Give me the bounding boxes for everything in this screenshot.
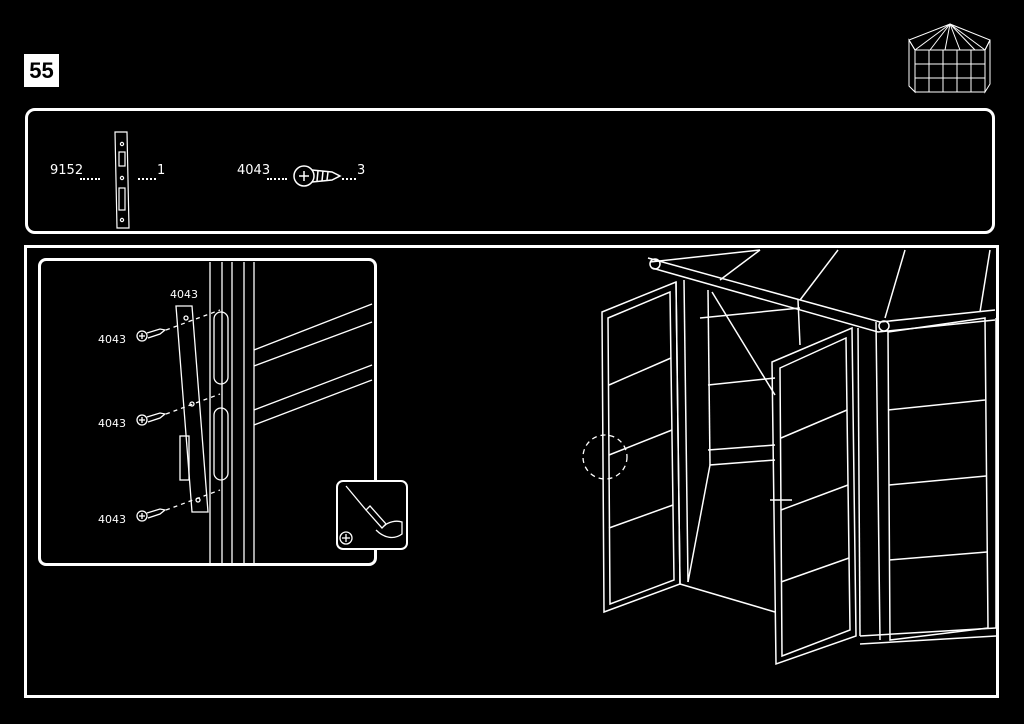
part-qty-9152: 1 [157,163,166,178]
part-leader [267,178,287,180]
callout-4043-middle: 4043 [98,417,126,430]
greenhouse-thumbnail-icon [908,23,991,94]
step-number: 55 [24,54,59,87]
callout-4043-top: 4043 [170,288,198,301]
part-leader [342,178,356,180]
assembly-illustration [24,245,999,698]
strike-plate-icon [114,131,130,229]
callout-4043-bottom: 4043 [98,513,126,526]
screw-icon [293,165,342,187]
screwdriver-icon [336,480,408,550]
part-qty-4043: 3 [357,163,366,178]
detail-inset [38,258,377,566]
parts-list [25,108,995,234]
part-leader [80,178,100,180]
part-code-4043: 4043 [237,163,271,178]
part-leader [138,178,156,180]
callout-4043-upper: 4043 [98,333,126,346]
part-code-9152: 9152 [50,163,84,178]
